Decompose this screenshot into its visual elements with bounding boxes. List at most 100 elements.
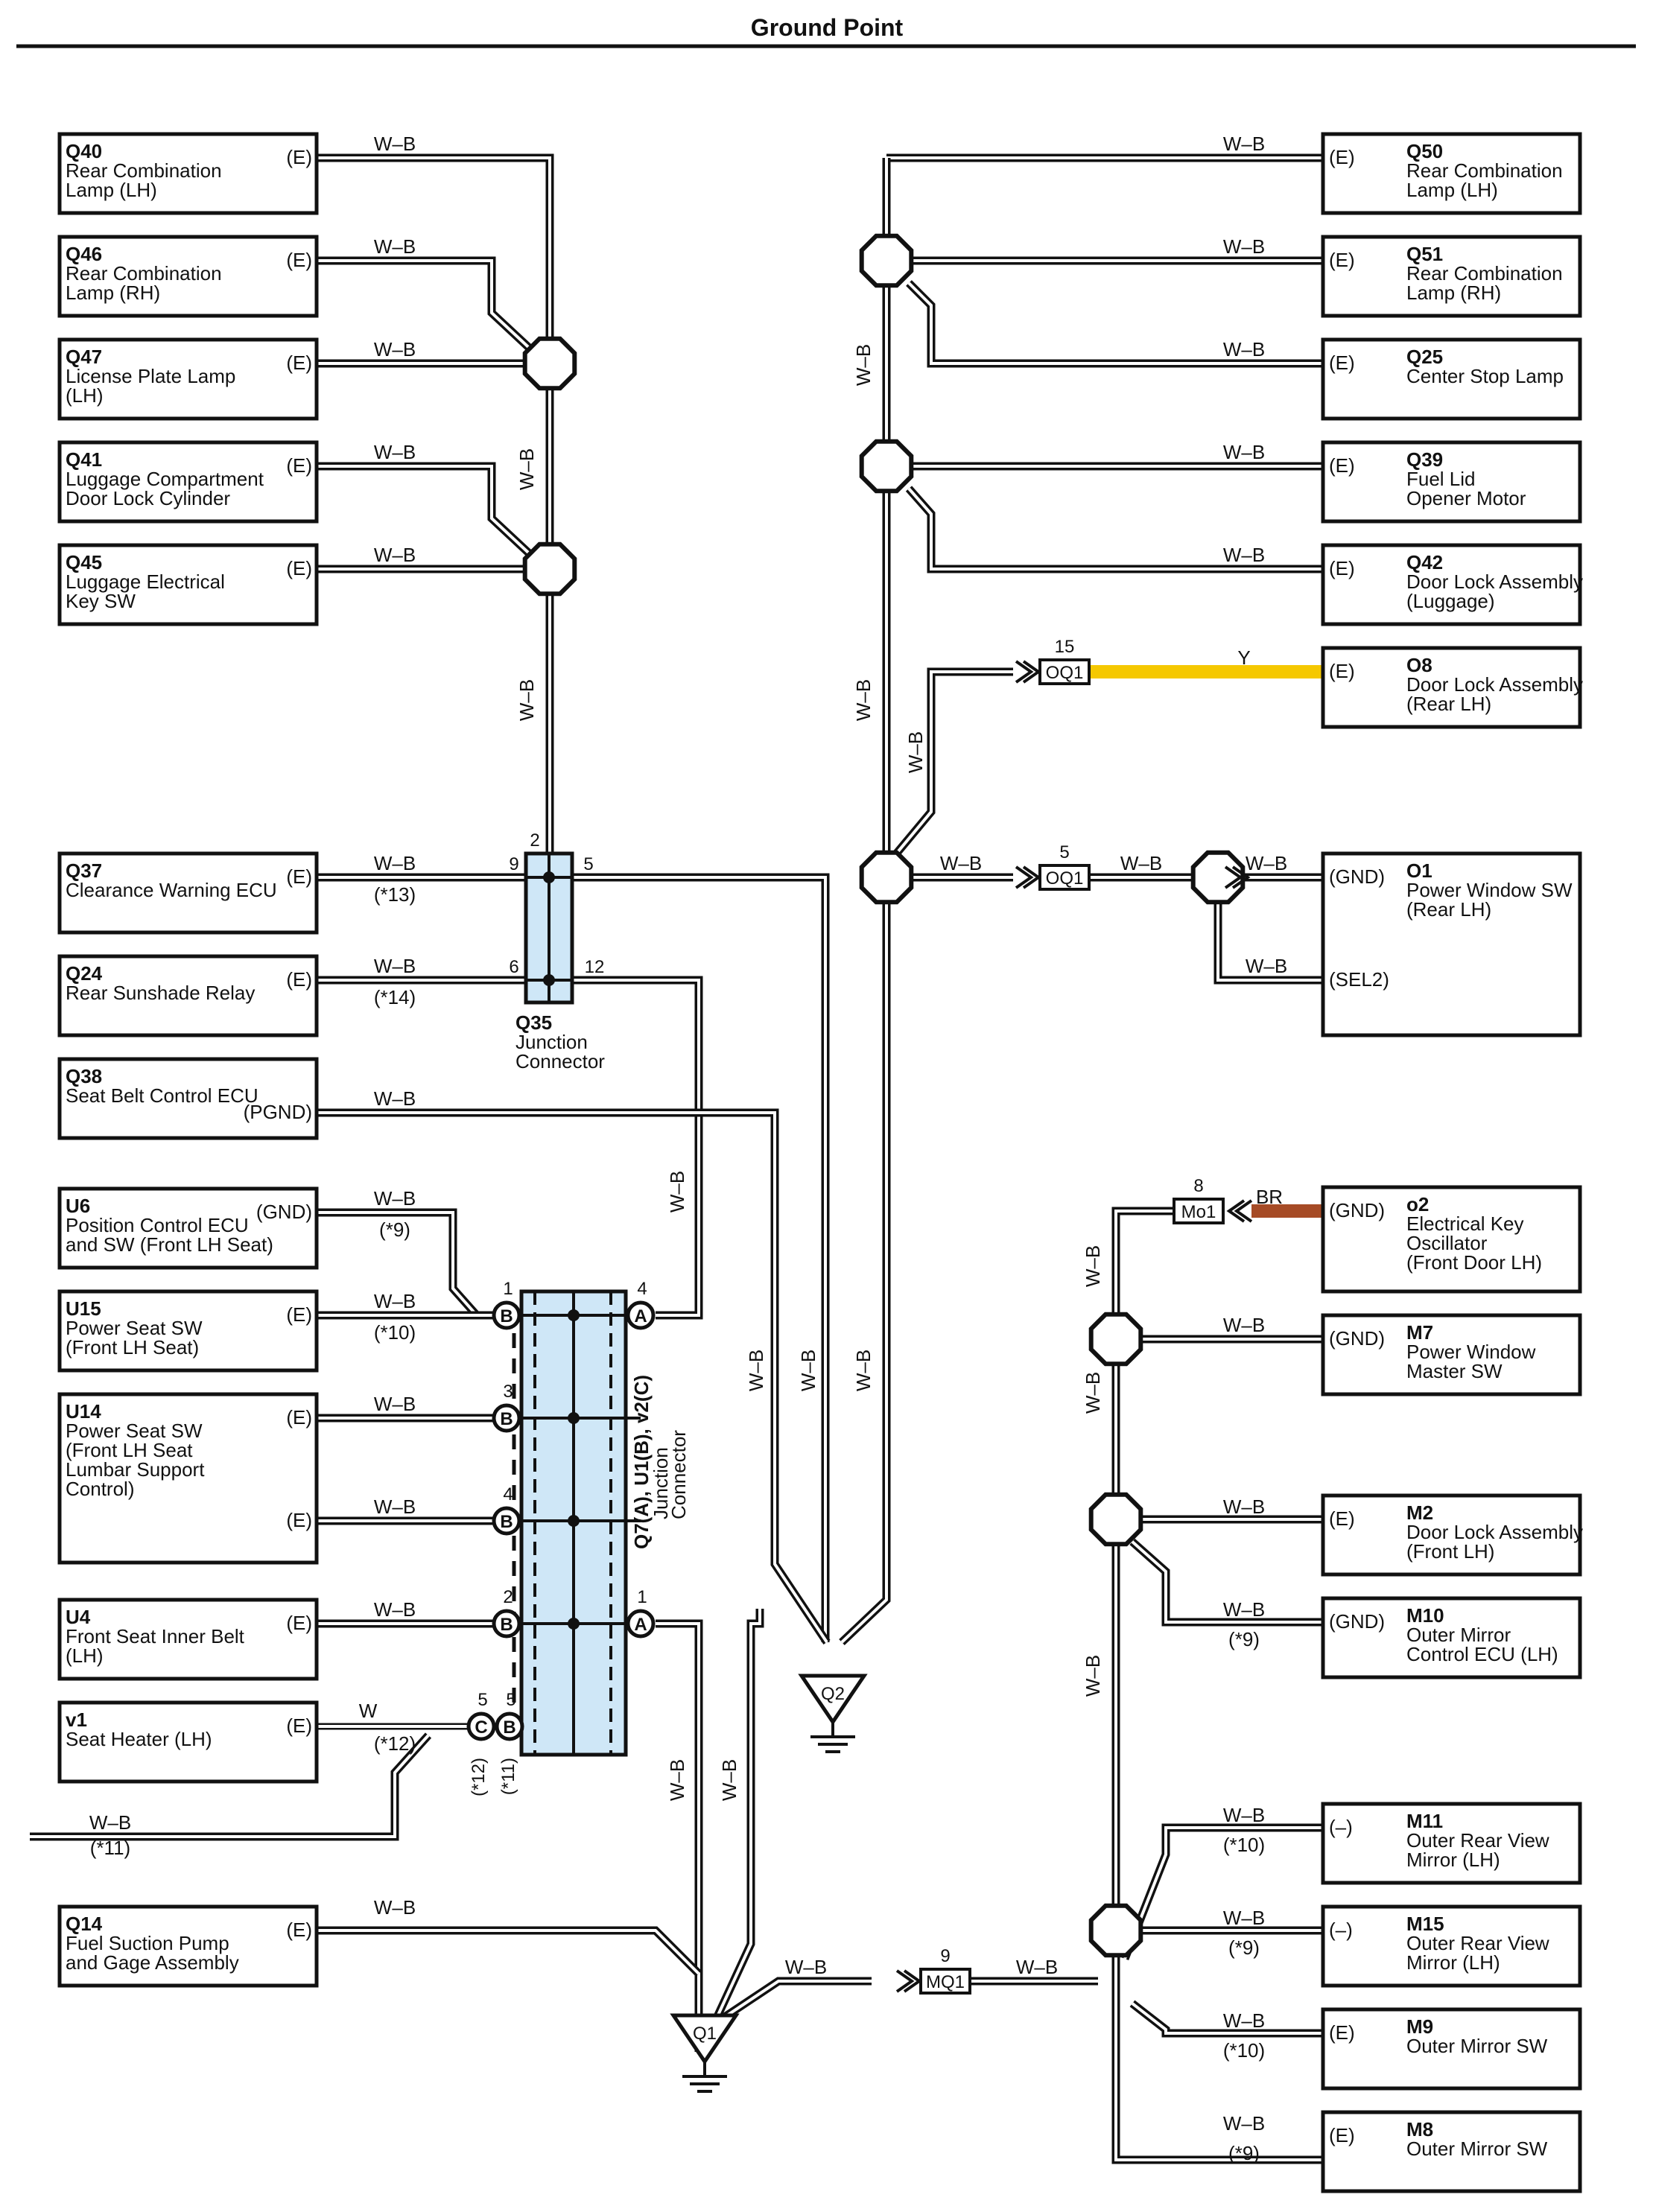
chevron-icon [1015,865,1041,889]
component-box-Q25 [1321,337,1582,421]
ground-wire-inner [317,156,551,854]
component-name: Control ECU (LH) [1406,1643,1558,1665]
component-name: Door Lock Cylinder [66,487,230,509]
component-name: (Rear LH) [1406,898,1491,921]
wire-q41 [317,462,539,564]
pin-number: 5 [506,1690,515,1710]
junction-dot [568,1412,580,1424]
component-name: Oscillator [1406,1232,1488,1254]
component-box-Q38 [57,1057,319,1140]
ground-wire-inner [317,259,538,356]
component-pin: (GND) [1329,865,1385,888]
component-code: U14 [66,1400,101,1423]
component-box-M15 [1321,1904,1582,1988]
component-name: (Rear LH) [1406,693,1491,715]
wire-label: W–B [1223,1804,1265,1826]
component-name: and Gage Assembly [66,1951,239,1974]
note: (*11) [498,1758,518,1795]
component-name: Outer Rear View [1406,1829,1549,1852]
component-name: Power Seat SW [66,1317,203,1339]
pin-b3 [492,1403,521,1433]
wire-label: W–B [1223,2009,1265,2032]
component-pin: (GND) [256,1201,312,1223]
component-box-Q42 [1321,543,1582,626]
wire-label: W–B [904,731,927,773]
junction-dot [543,974,555,986]
component-name: Rear Combination [1406,262,1563,285]
component-name: Outer Mirror SW [1406,2035,1548,2057]
component-pin: (E) [286,454,312,477]
component-name: Position Control ECU [66,1214,249,1236]
wire-note: (*9) [1228,2142,1260,2164]
component-name: Connector [515,1050,605,1072]
component-pin: (E) [1329,249,1355,271]
wire-label: W–B [852,344,875,386]
wire-label: W–B [374,1290,416,1312]
component-name: Luggage Compartment [66,468,264,490]
component-name: Luggage Electrical [66,571,225,593]
pin-letter: B [500,1409,513,1429]
component-code: O8 [1406,654,1433,676]
component-name: Key SW [66,590,136,612]
ground-wire-inner [30,1734,430,1838]
wire-label: W–B [666,1171,688,1213]
splice-left-1 [522,336,577,391]
junction-dot [568,1515,580,1527]
component-code: Q45 [66,551,102,573]
wire-label: W–B [785,1956,827,1978]
pin-number: 6 [509,957,518,977]
wire-label: BR [1256,1186,1283,1208]
component-pin: (–) [1329,1919,1353,1941]
wire-label: W–B [374,1598,416,1621]
pin-letter: B [500,1306,513,1326]
component-name: License Plate Lamp [66,365,235,387]
component-box-o2 [1321,1185,1582,1294]
junction-dot [568,1309,580,1321]
component-box-Q40 [57,132,319,215]
wire-label: W–B [374,1896,416,1919]
junction-label: Connector [667,1430,690,1519]
splice-o1 [1190,850,1246,905]
component-code: Q24 [66,962,103,985]
component-pin: (E) [286,1612,312,1634]
connector-code: MQ1 [926,1972,965,1992]
component-name: Center Stop Lamp [1406,365,1564,387]
component-pin: (E) [286,968,312,991]
component-name: Master SW [1406,1360,1503,1382]
component-pin: (E) [1329,557,1355,579]
pin-letter: A [634,1615,647,1635]
pin-b5 [495,1712,524,1741]
component-box-M8 [1321,2110,1582,2193]
component-box-M11 [1321,1802,1582,1885]
component-box-U6 [57,1186,319,1270]
wire-label: W–B [374,1496,416,1518]
pin-number: 12 [585,957,605,977]
wire-label: W–B [745,1350,767,1391]
component-name: Outer Mirror SW [1406,2138,1548,2160]
connector-code: OQ1 [1046,663,1084,683]
pin-number: 4 [637,1279,647,1299]
component-code: M9 [1406,2015,1433,2038]
component-pin: (E) [1329,352,1355,374]
pin-number: 1 [503,1279,513,1299]
wire-label: W–B [797,1350,819,1391]
component-name: Door Lock Assembly [1406,1521,1583,1543]
wire-label: W–B [374,441,416,463]
ground-wire-inner [572,979,700,1317]
pin-letter: C [475,1717,487,1738]
component-name: Lamp (RH) [1406,282,1501,304]
chevron-icon [1224,865,1251,889]
component-code: U4 [66,1606,91,1628]
component-name: Front Seat Inner Belt [66,1625,245,1647]
component-pin: (E) [286,1303,312,1326]
component-box-U15 [57,1289,319,1373]
component-box-Q47 [57,337,319,421]
wire-label: W [359,1700,378,1722]
component-pin: (E) [286,146,312,168]
wire-q14 [317,1926,702,1977]
component-box-Q24 [57,954,319,1037]
component-name: Lamp (LH) [66,179,157,201]
connector-code: OQ1 [1046,868,1084,889]
